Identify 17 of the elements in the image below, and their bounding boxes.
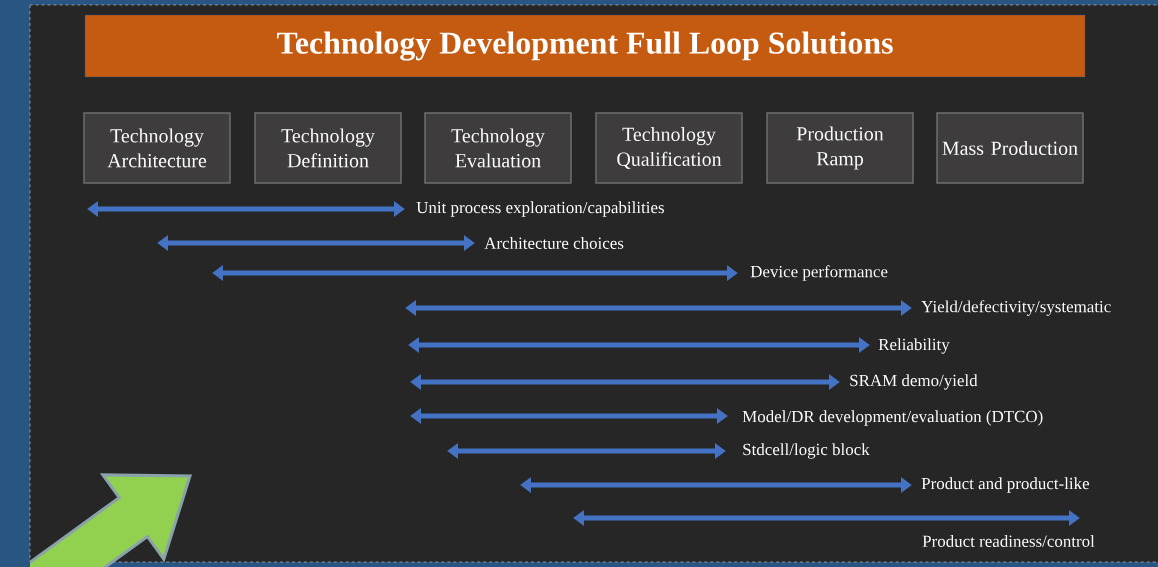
span-label: Product readiness/control [922,535,1095,547]
span-label: Yield/defectivity/systematic [921,300,1111,316]
span-label: Architecture choices [484,237,624,249]
title-banner: Technology Development Full Loop Solutions [84,14,1086,78]
phase-box: Mass Production [936,112,1084,184]
phase-box: Technology Qualification [595,112,743,184]
span-label: Unit process exploration/capabilities [416,201,664,217]
span-label: Model/DR development/evaluation (DTCO) [742,410,1043,426]
span-label: Stdcell/logic block [743,443,870,459]
span-label: Product and product-like [921,477,1089,493]
phase-box: Technology Definition [254,112,402,184]
span-label: SRAM demo/yield [850,374,978,390]
phase-box: Technology Architecture [83,112,231,184]
phase-box: Production Ramp [766,112,914,184]
span-label: Device performance [750,265,888,281]
span-label: Reliability [878,338,950,354]
phase-box: Technology Evaluation [424,112,572,184]
